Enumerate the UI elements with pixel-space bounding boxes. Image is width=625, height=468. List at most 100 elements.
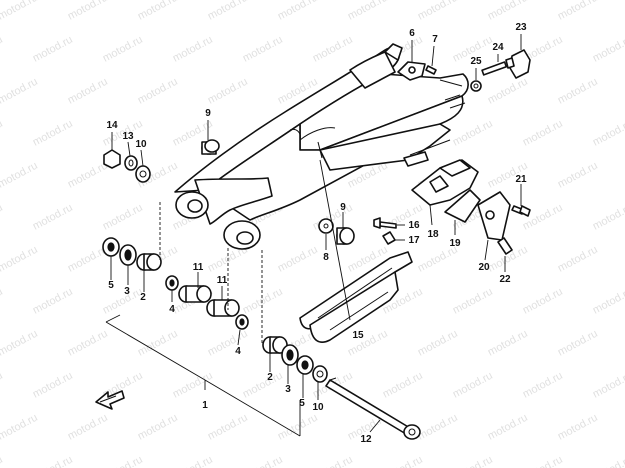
watermark-text: motod.ru: [0, 0, 40, 23]
callout-2: 2: [267, 372, 273, 383]
watermark-text: motod.ru: [31, 202, 75, 233]
washer-part-13: [124, 155, 138, 171]
bolt-part-24: [481, 57, 515, 76]
watermark-text: motod.ru: [241, 454, 285, 468]
sleeve-part-11-left: [178, 285, 212, 303]
watermark-text: motod.ru: [136, 412, 180, 443]
nut-part-25: [470, 80, 482, 92]
leader-lines: [105, 34, 522, 437]
watermark-text: motod.ru: [66, 328, 110, 359]
nut-part-14: [103, 149, 121, 169]
screw-part-16: [373, 217, 397, 229]
watermark-text: motod.ru: [171, 370, 215, 401]
callout-10: 10: [135, 139, 147, 150]
watermark-text: motod.ru: [0, 118, 5, 149]
watermark-text: motod.ru: [0, 76, 40, 107]
watermark-text: motod.ru: [0, 34, 5, 65]
washer-part-4-left: [165, 275, 179, 291]
watermark-text: motod.ru: [136, 0, 180, 23]
watermark-text: motod.ru: [486, 76, 530, 107]
watermark-text: motod.ru: [101, 34, 145, 65]
callout-16: 16: [408, 220, 420, 231]
watermark-text: motod.ru: [591, 202, 625, 233]
watermark-text: motod.ru: [31, 34, 75, 65]
watermark-text: motod.ru: [451, 370, 495, 401]
watermark-text: motod.ru: [276, 0, 320, 23]
watermark-text: motod.ru: [31, 286, 75, 317]
sleeve-part-11-right: [206, 299, 240, 317]
watermark-text: motod.ru: [206, 328, 250, 359]
watermark-text: motod.ru: [241, 370, 285, 401]
watermark-text: motod.ru: [416, 0, 460, 23]
watermark-text: motod.ru: [0, 454, 5, 468]
watermark-text: motod.ru: [206, 412, 250, 443]
watermark-text: motod.ru: [0, 160, 40, 191]
watermark-text: motod.ru: [556, 244, 600, 275]
callout-3: 3: [285, 384, 291, 395]
callout-1: 1: [202, 400, 208, 411]
watermark-text: motod.ru: [136, 76, 180, 107]
watermark-text: motod.ru: [0, 412, 40, 443]
callout-4: 4: [235, 346, 241, 357]
chain-guide-assembly: [411, 159, 511, 241]
swingarm-body: [174, 43, 469, 250]
callout-9: 9: [205, 108, 211, 119]
watermark-text: motod.ru: [486, 0, 530, 23]
callout-5: 5: [108, 280, 114, 291]
callout-3: 3: [124, 286, 130, 297]
callout-4: 4: [169, 304, 175, 315]
watermark-text: motod.ru: [241, 286, 285, 317]
callout-10: 10: [312, 402, 324, 413]
watermark-text: motod.ru: [486, 412, 530, 443]
bolt-part-7: [425, 65, 437, 75]
front-direction-arrow-icon: [95, 390, 125, 410]
spacer-part-2-right: [262, 336, 288, 354]
watermark-text: motod.ru: [521, 454, 565, 468]
watermark-text: motod.ru: [206, 0, 250, 23]
watermark-text: motod.ru: [0, 328, 40, 359]
watermark-text: motod.ru: [0, 370, 5, 401]
washer-part-17: [382, 231, 396, 245]
bearing-part-3-right: [281, 344, 299, 366]
pivot-bolt-part-12: [325, 377, 421, 440]
callout-24: 24: [492, 42, 504, 53]
watermark-text: motod.ru: [171, 34, 215, 65]
washer-part-10-lower: [312, 365, 328, 383]
collar-part-9-upper: [201, 139, 220, 155]
callout-21: 21: [515, 174, 527, 185]
watermark-text: motod.ru: [101, 454, 145, 468]
callout-22: 22: [499, 274, 511, 285]
callout-12: 12: [360, 434, 372, 445]
watermark-text: motod.ru: [206, 76, 250, 107]
watermark-text: motod.ru: [0, 286, 5, 317]
callout-25: 25: [470, 56, 482, 67]
callout-9: 9: [340, 202, 346, 213]
seal-part-5-right: [296, 355, 314, 375]
callout-13: 13: [122, 131, 134, 142]
watermark-text: motod.ru: [556, 76, 600, 107]
watermark-text: motod.ru: [416, 328, 460, 359]
callout-15: 15: [352, 330, 364, 341]
watermark-text: motod.ru: [451, 286, 495, 317]
watermark-text: motod.ru: [381, 454, 425, 468]
bolt-part-21: [511, 205, 531, 217]
callout-7: 7: [432, 34, 438, 45]
watermark-text: motod.ru: [451, 454, 495, 468]
callout-14: 14: [106, 120, 118, 131]
washer-part-10-upper: [135, 165, 151, 183]
spacer-part-2-left: [136, 253, 162, 271]
callout-labels: 1 2 2 3 3 4 4 5 5 6 7 8 9 9 10 10 11 11 …: [106, 22, 527, 445]
collar-part-9-lower: [318, 218, 334, 234]
callout-17: 17: [408, 235, 420, 246]
watermark-text: motod.ru: [556, 160, 600, 191]
watermark-text: motod.ru: [556, 412, 600, 443]
callout-6: 6: [409, 28, 415, 39]
watermark-text: motod.ru: [521, 286, 565, 317]
callout-11: 11: [193, 262, 204, 273]
watermark-text: motod.ru: [101, 202, 145, 233]
watermark-text: motod.ru: [591, 34, 625, 65]
watermark-text: motod.ru: [66, 0, 110, 23]
callout-23: 23: [515, 22, 527, 33]
